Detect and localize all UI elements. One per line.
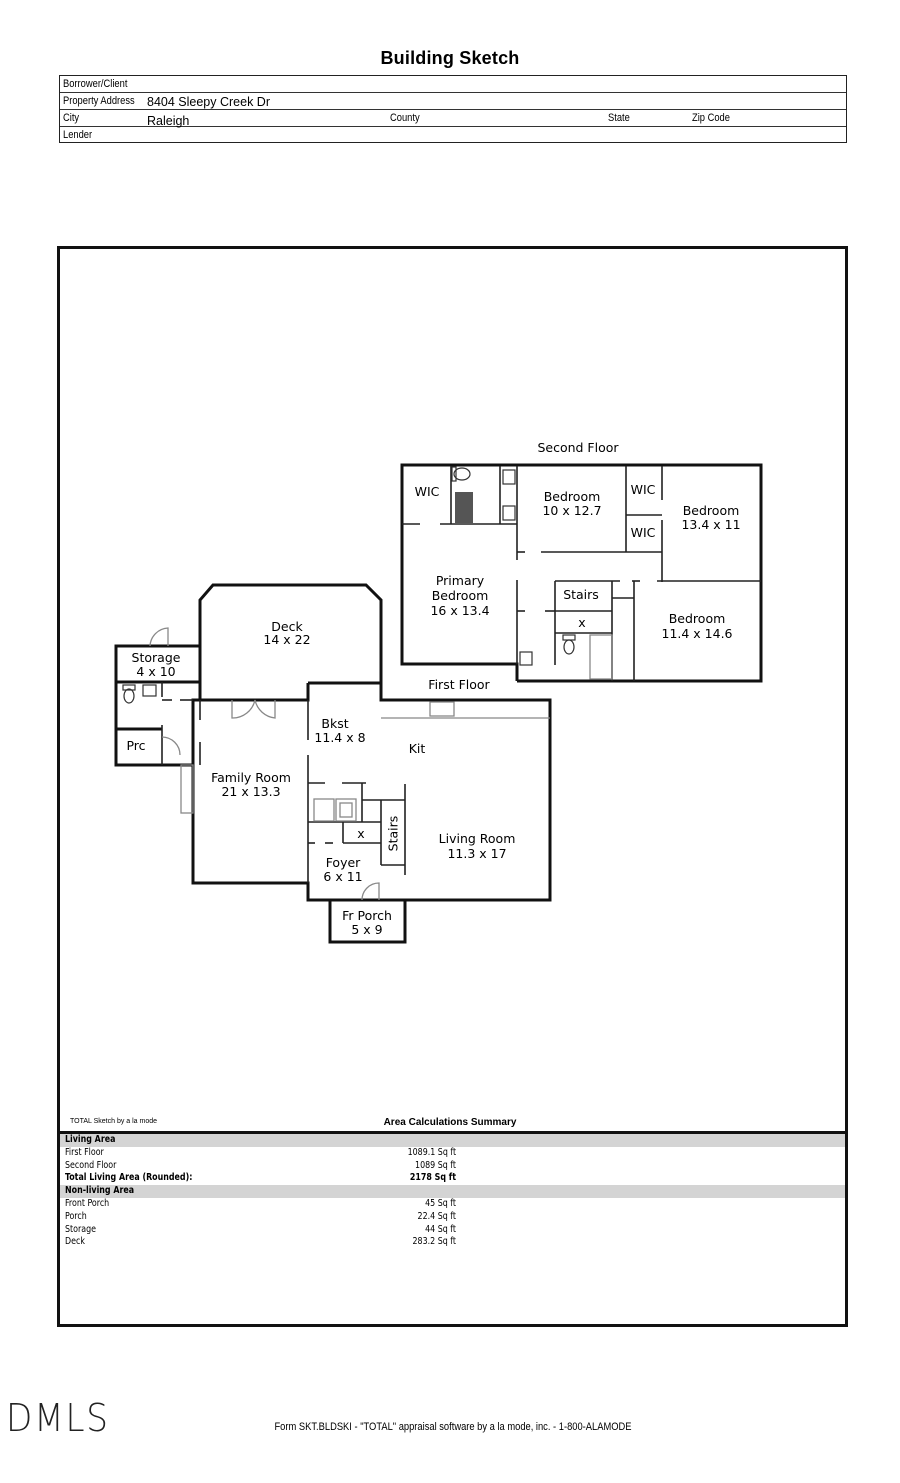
first-floor-label: First Floor xyxy=(428,677,490,692)
room-kit: Kit xyxy=(408,741,426,756)
city-label: City xyxy=(63,112,80,124)
address-value: 8404 Sleepy Creek Dr xyxy=(147,95,270,109)
room-foyer-dim: 6 x 11 xyxy=(323,869,363,884)
document-title: Building Sketch xyxy=(380,48,520,68)
form-footer: Form SKT.BLDSKI - "TOTAL" appraisal soft… xyxy=(274,1421,632,1433)
sketch-frame xyxy=(57,246,848,1327)
room-storage-name: Storage xyxy=(131,650,181,665)
lender-row: Lender xyxy=(60,127,846,144)
sketch-credit: TOTAL Sketch by a la mode xyxy=(70,1118,158,1125)
borrower-label: Borrower/Client xyxy=(63,78,128,90)
room-wic-1: WIC xyxy=(414,484,440,499)
room-porch-name: Fr Porch xyxy=(342,908,392,923)
room-family-dim: 21 x 13.3 xyxy=(221,784,281,799)
room-bedroom-3-name: Bedroom xyxy=(682,503,740,518)
room-bedroom-4-dim: 11.4 x 14.6 xyxy=(661,626,733,641)
city-row: City Raleigh County State Zip Code xyxy=(60,110,846,128)
room-bkst-dim: 11.4 x 8 xyxy=(314,730,366,745)
room-living-name: Living Room xyxy=(438,831,516,846)
room-x-2: x xyxy=(578,615,586,630)
borrower-row: Borrower/Client xyxy=(60,76,846,93)
room-stairs-1: Stairs xyxy=(385,815,401,852)
room-bkst-name: Bkst xyxy=(321,716,349,731)
room-porch-dim: 5 x 9 xyxy=(351,922,383,937)
state-label: State xyxy=(608,112,630,124)
total-living-row: Total Living Area (Rounded):2178 Sq ft xyxy=(65,1172,456,1184)
room-bedroom-3-dim: 13.4 x 11 xyxy=(681,517,741,532)
county-label: County xyxy=(390,112,420,124)
room-wic-2: WIC xyxy=(630,482,656,497)
address-row: Property Address 8404 Sleepy Creek Dr xyxy=(60,93,846,110)
room-primary-name-2: Bedroom xyxy=(431,588,489,603)
room-living-dim: 11.3 x 17 xyxy=(447,846,507,861)
property-header-table: Borrower/Client Property Address 8404 Sl… xyxy=(59,75,847,143)
nonliving-area-header: Non-living Area xyxy=(60,1185,845,1198)
room-family-name: Family Room xyxy=(211,770,291,785)
room-bedroom-2-name: Bedroom xyxy=(543,489,601,504)
city-value: Raleigh xyxy=(147,114,190,128)
room-primary-dim: 16 x 13.4 xyxy=(430,603,490,618)
room-bedroom-2-dim: 10 x 12.7 xyxy=(542,503,602,518)
room-x-1: x xyxy=(357,826,365,841)
living-area-header: Living Area xyxy=(60,1134,845,1147)
room-foyer-name: Foyer xyxy=(325,855,361,870)
room-stairs-2: Stairs xyxy=(563,587,599,602)
room-bedroom-4-name: Bedroom xyxy=(668,611,726,626)
room-wic-3: WIC xyxy=(630,525,656,540)
room-primary-name-1: Primary xyxy=(435,573,485,588)
room-prc: Prc xyxy=(126,738,146,753)
second-floor-label: Second Floor xyxy=(537,440,619,455)
room-deck-name: Deck xyxy=(271,619,303,634)
room-deck-dim: 14 x 22 xyxy=(263,632,311,647)
summary-title: Area Calculations Summary xyxy=(383,1117,517,1128)
lender-label: Lender xyxy=(63,129,93,141)
address-label: Property Address xyxy=(63,95,135,107)
dmls-logo: DMLS xyxy=(6,1396,110,1440)
room-storage-dim: 4 x 10 xyxy=(136,664,176,679)
zip-label: Zip Code xyxy=(692,112,730,124)
